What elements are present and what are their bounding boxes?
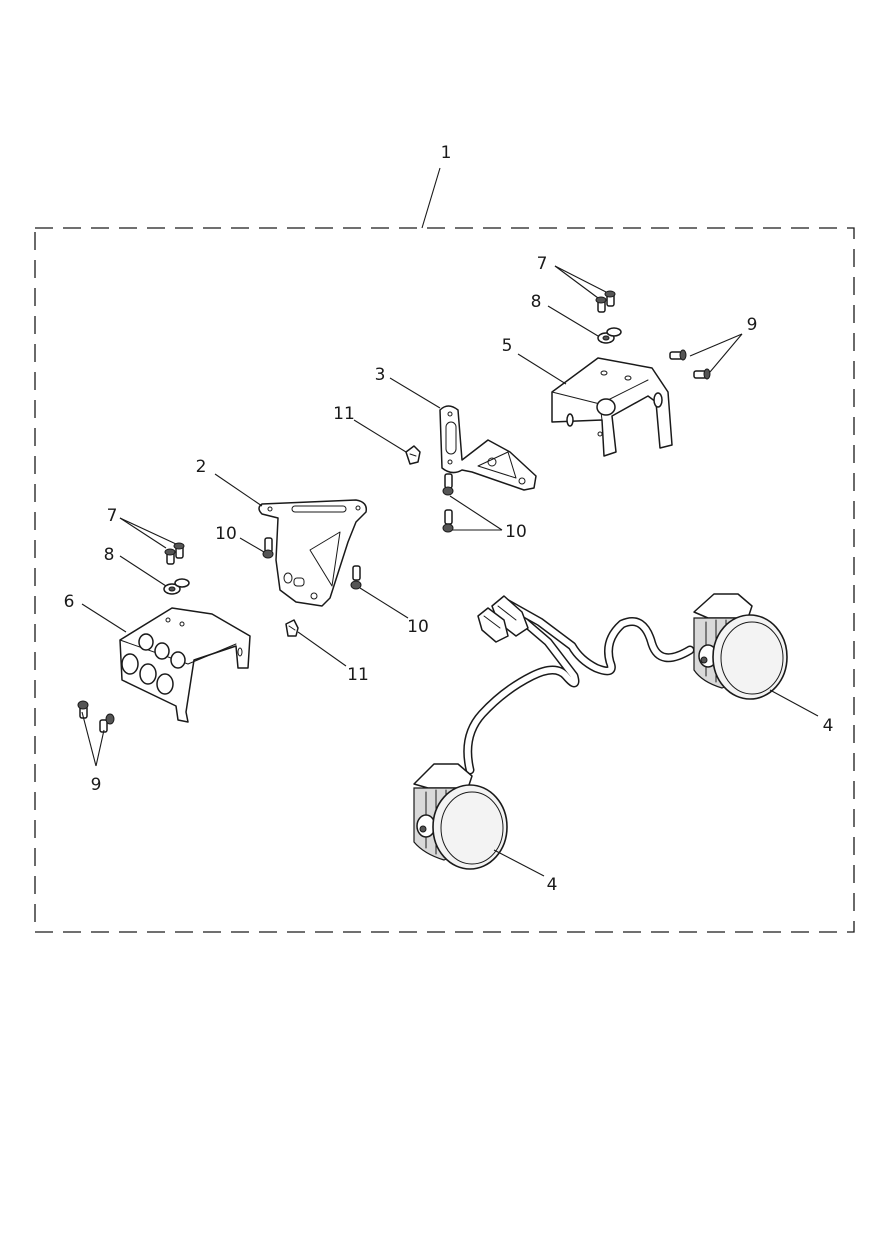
part-5-right-bracket	[551, 357, 673, 457]
callout-4-left: 4	[547, 875, 558, 895]
callout-9-top: 9	[747, 315, 758, 335]
callout-4-right: 4	[823, 716, 834, 736]
part-3-upper-plate	[439, 405, 537, 491]
callout-8-left: 8	[104, 545, 115, 565]
part-10-screws-center	[442, 473, 454, 533]
callout-10-lower: 10	[407, 617, 429, 637]
callout-7-left: 7	[107, 506, 118, 526]
callout-8-top: 8	[531, 292, 542, 312]
callout-3: 3	[375, 365, 386, 385]
kit-boundary-frame	[34, 227, 855, 933]
callout-9-bottom: 9	[91, 775, 102, 795]
callout-10-left: 10	[215, 524, 237, 544]
callout-11-lower: 11	[347, 665, 369, 685]
part-9-screws-bottom-left	[77, 700, 115, 733]
part-4-wiring-harness	[463, 595, 695, 775]
part-9-screws-right	[669, 349, 711, 380]
part-11-clip-upper	[405, 445, 421, 465]
leader-lines	[81, 167, 819, 877]
callout-7-top: 7	[537, 254, 548, 274]
part-8-washer-top	[597, 327, 622, 344]
callout-2: 2	[196, 457, 207, 477]
callout-labels: 1 2 3 4 4 5 6 7 7 8 8 9 9 10 10 10 11 11	[64, 143, 834, 895]
part-8-washer-left	[163, 578, 190, 595]
callout-1: 1	[441, 143, 452, 163]
callout-5: 5	[502, 336, 513, 356]
part-6-left-bracket	[119, 607, 251, 723]
part-10-screws-left	[262, 537, 362, 590]
callout-6: 6	[64, 592, 75, 612]
part-2-left-plate	[258, 499, 368, 607]
callout-11-upper: 11	[333, 404, 355, 424]
part-11-clip-lower	[285, 619, 299, 637]
part-7-screws-top	[595, 290, 616, 313]
part-4-lamp-left	[413, 763, 508, 870]
part-4-lamp-right	[693, 593, 788, 700]
callout-10-center: 10	[505, 522, 527, 542]
part-7-screws-left	[164, 542, 185, 565]
